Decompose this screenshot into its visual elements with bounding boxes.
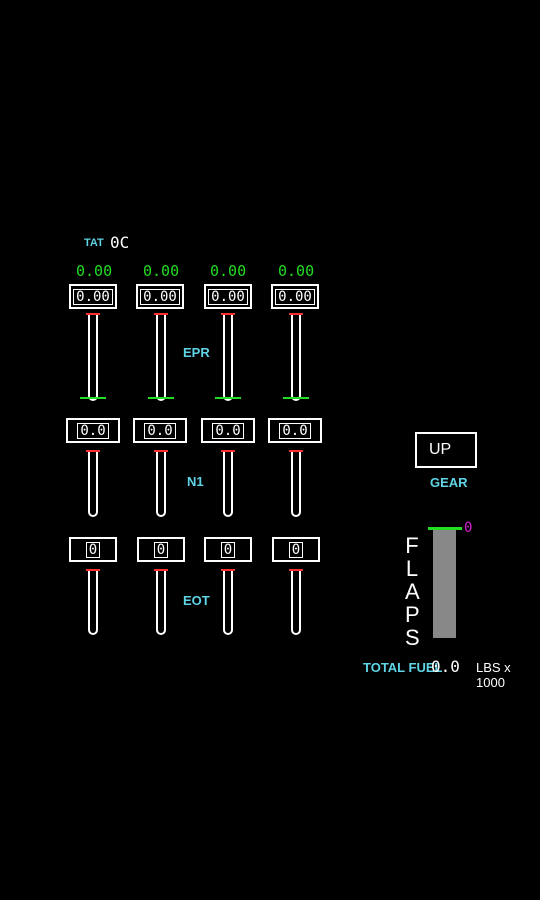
epr-target-3: 0.00 [210,262,247,280]
n1-value-3: 0.0 [212,422,244,439]
eot-gauge-3 [223,571,233,635]
n1-label: N1 [187,474,204,489]
epr-gauge-2 [156,315,166,401]
flaps-value: 0 [464,520,473,536]
epr-target-4: 0.00 [278,262,315,280]
epr-gauge-4 [291,315,301,401]
tat-label: TAT [84,237,104,249]
epr-value-3: 0.00 [208,288,248,305]
flaps-position-mark [428,527,462,530]
eot-redline-2 [154,569,168,571]
eot-redline-1 [86,569,100,571]
epr-target-1: 0.00 [76,262,113,280]
epr-label: EPR [183,345,210,360]
eot-value-4: 0 [288,541,304,558]
eot-value-3: 0 [220,541,236,558]
epr-target-mark-1 [80,397,106,399]
fuel-label: TOTAL FUEL [363,660,443,675]
n1-redline-1 [86,450,100,452]
epr-readout-1: 0.00 [69,284,117,309]
eot-readout-4: 0 [272,537,320,562]
n1-value-4: 0.0 [279,422,311,439]
n1-readout-1: 0.0 [66,418,120,443]
epr-gauge-1 [88,315,98,401]
tat-value: 0C [110,233,130,252]
eot-value-2: 0 [153,541,169,558]
flaps-label: F L A P S [405,533,420,650]
fuel-unit: LBS x 1000 [476,660,511,690]
n1-readout-3: 0.0 [201,418,255,443]
n1-redline-3 [221,450,235,452]
epr-value-4: 0.00 [275,288,315,305]
n1-redline-2 [154,450,168,452]
epr-readout-3: 0.00 [204,284,252,309]
eot-gauge-4 [291,571,301,635]
n1-value-2: 0.0 [144,422,176,439]
epr-target-mark-4 [283,397,309,399]
n1-gauge-3 [223,452,233,517]
eot-readout-1: 0 [69,537,117,562]
fuel-value: 0.0 [431,657,460,676]
epr-target-2: 0.00 [143,262,180,280]
n1-gauge-4 [291,452,301,517]
n1-value-1: 0.0 [77,422,109,439]
n1-gauge-2 [156,452,166,517]
epr-target-mark-2 [148,397,174,399]
gear-value: UP [429,441,452,458]
n1-redline-4 [289,450,303,452]
eot-label: EOT [183,593,210,608]
eot-readout-3: 0 [204,537,252,562]
n1-readout-4: 0.0 [268,418,322,443]
eot-redline-4 [289,569,303,571]
epr-redline-4 [289,313,303,315]
gear-label: GEAR [430,475,468,490]
eot-gauge-1 [88,571,98,635]
epr-readout-4: 0.00 [271,284,319,309]
epr-redline-1 [86,313,100,315]
epr-redline-2 [154,313,168,315]
epr-redline-3 [221,313,235,315]
epr-readout-2: 0.00 [136,284,184,309]
epr-target-mark-3 [215,397,241,399]
epr-gauge-3 [223,315,233,401]
n1-readout-2: 0.0 [133,418,187,443]
eot-gauge-2 [156,571,166,635]
epr-value-1: 0.00 [73,288,113,305]
epr-value-2: 0.00 [140,288,180,305]
eot-value-1: 0 [85,541,101,558]
n1-gauge-1 [88,452,98,517]
gear-indicator: UP [415,432,477,468]
flaps-gauge [433,530,456,638]
eot-readout-2: 0 [137,537,185,562]
eot-redline-3 [221,569,235,571]
